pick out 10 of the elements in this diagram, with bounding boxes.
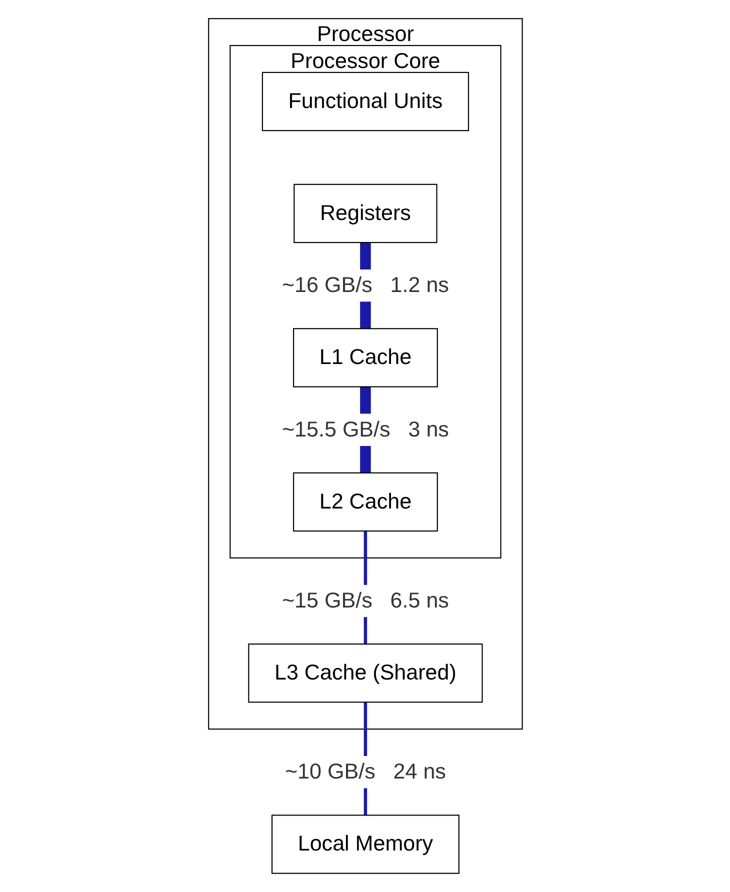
node-box: L1 Cache xyxy=(292,328,438,388)
label: ~15 GB/s 6.5 ns xyxy=(282,589,448,613)
label: ~10 GB/s 24 ns xyxy=(284,760,446,784)
label: ~15.5 GB/s 3 ns xyxy=(282,418,448,442)
node-box: L3 Cache (Shared) xyxy=(248,644,482,703)
node-box: Functional Units xyxy=(261,72,469,132)
node-box: Registers xyxy=(293,184,437,244)
node-box: Local Memory xyxy=(271,814,459,874)
label: ~16 GB/s 1.2 ns xyxy=(282,274,448,298)
node-box: L2 Cache xyxy=(292,472,438,532)
